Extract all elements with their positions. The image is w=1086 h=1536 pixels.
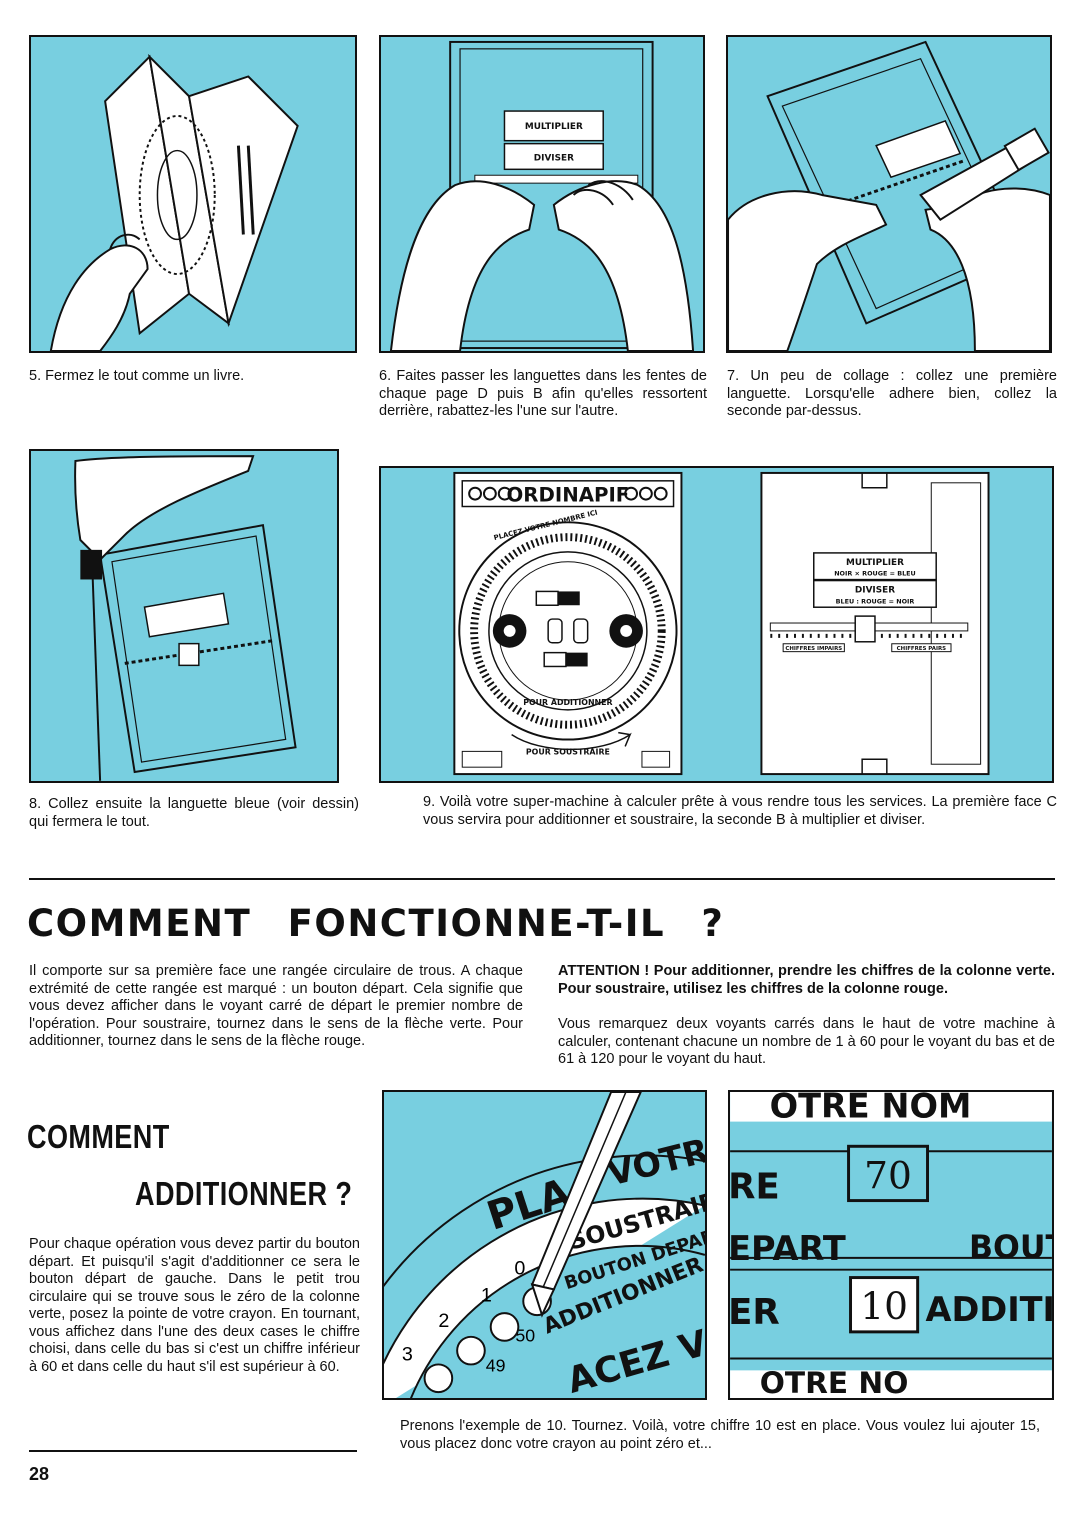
main-title: COMMENT FONCTIONNE-T-IL ?	[27, 902, 725, 945]
caption-step-8: 8. Collez ensuite la languette bleue (vo…	[29, 796, 359, 830]
zoom-additi-text: ADDITI	[926, 1290, 1052, 1329]
subtitle-comment: COMMENT	[27, 1118, 170, 1155]
zoom-digit-1: 1	[481, 1284, 492, 1306]
zoom-digit-3: 3	[402, 1343, 413, 1365]
addition-instructions: Pour chaque opération vous devez partir …	[29, 1236, 360, 1375]
footer-rule	[29, 1450, 357, 1452]
multiplier-face-label: MULTIPLIER	[846, 558, 904, 568]
intro-left-text: Il comporte sur sa première face une ran…	[29, 963, 523, 1049]
diviser-label: DIVISER	[534, 153, 574, 163]
intro-right-text: Vous remarquez deux voyants carrés dans …	[558, 1016, 1055, 1067]
svg-text:OTRE NOM: OTRE NOM	[770, 1092, 972, 1126]
illustration-step-6: MULTIPLIER DIVISER	[379, 35, 705, 353]
top-window-value: 70	[864, 1154, 912, 1198]
book-folding-drawing	[49, 53, 299, 351]
additionner-label: POUR ADDITIONNER	[523, 698, 612, 707]
illustration-step-5	[29, 35, 357, 353]
result-window-drawing: OTRE NOM 70 10 RE EPART ER BOUT ADDITI O…	[730, 1092, 1052, 1398]
illustration-step-8	[29, 449, 339, 783]
caption-step-7: 7. Un peu de collage : collez une premiè…	[727, 368, 1057, 419]
zoom-digit-2: 2	[438, 1310, 449, 1332]
diviser-face-label: DIVISER	[855, 585, 895, 595]
multiplier-label: MULTIPLIER	[525, 122, 583, 132]
subtitle-additionner: ADDITIONNER ?	[135, 1175, 353, 1212]
closing-tab-drawing	[74, 455, 297, 781]
attention-text: ATTENTION ! Pour additionner, prendre le…	[558, 963, 1055, 997]
gluing-drawing	[728, 40, 1050, 351]
pencil-on-dial-drawing: PLA VOTR SOUSTRAIRE BOUTON DEPART ADDITI…	[384, 1092, 705, 1398]
zoom-digit-50: 50	[515, 1326, 535, 1346]
tabs-insertion-drawing: MULTIPLIER DIVISER	[389, 40, 695, 351]
svg-text:OTRE NO: OTRE NO	[760, 1366, 909, 1398]
soustraire-label: POUR SOUSTRAIRE	[526, 747, 610, 756]
zoom-result-illustration: OTRE NOM 70 10 RE EPART ER BOUT ADDITI O…	[728, 1090, 1054, 1400]
caption-step-6: 6. Faites passer les languettes dans les…	[379, 368, 707, 419]
caption-step-5: 5. Fermez le tout comme un livre.	[29, 368, 245, 384]
zoom-epart-text: EPART	[730, 1229, 846, 1268]
caption-step-9: 9. Voilà votre super-machine à calculer …	[423, 794, 1057, 828]
illustration-step-9: ORDINAPIF PLACEZ VOTRE NOMBRE ICI POUR A…	[379, 466, 1054, 783]
impairs-label: CHIFFRES IMPAIRS	[785, 646, 842, 652]
bottom-window-value: 10	[860, 1284, 908, 1328]
brand-label: ORDINAPIF	[507, 484, 630, 507]
section-divider	[29, 878, 1055, 880]
pairs-label: CHIFFRES PAIRS	[897, 646, 946, 652]
zoom-er-text: ER	[730, 1292, 780, 1333]
multiplier-rule-label: NOIR × ROUGE = BLEU	[834, 570, 916, 578]
finished-calculator-drawing: ORDINAPIF PLACEZ VOTRE NOMBRE ICI POUR A…	[453, 471, 990, 776]
zoom-digit-0: 0	[514, 1258, 525, 1280]
zoom-re-text: RE	[730, 1167, 780, 1208]
zoom-bout-text: BOUT	[969, 1230, 1052, 1266]
diviser-rule-label: BLEU : ROUGE = NOIR	[836, 597, 915, 605]
example-caption: Prenons l'exemple de 10. Tournez. Voilà,…	[400, 1418, 1040, 1452]
zoom-pencil-illustration: PLA VOTR SOUSTRAIRE BOUTON DEPART ADDITI…	[382, 1090, 707, 1400]
page-number: 28	[29, 1464, 50, 1484]
illustration-step-7	[726, 35, 1052, 353]
zoom-digit-49: 49	[486, 1355, 506, 1375]
